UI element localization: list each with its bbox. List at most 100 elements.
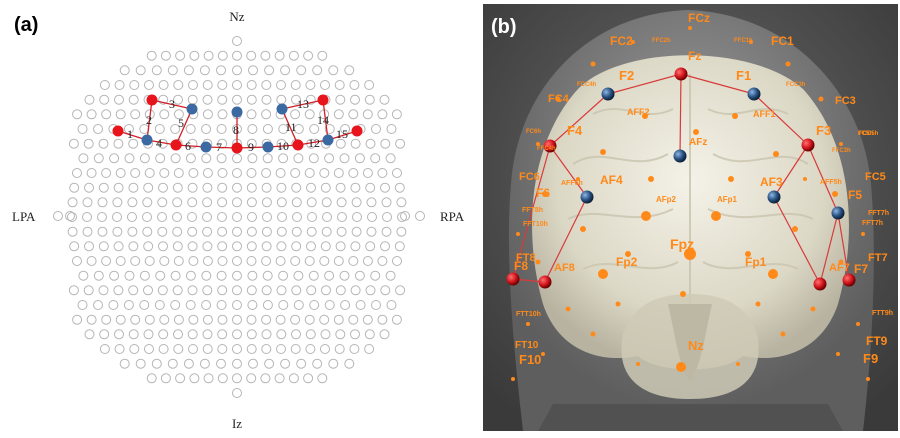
- empty-electrode: [303, 373, 314, 384]
- empty-electrode: [248, 65, 258, 76]
- empty-electrode: [261, 314, 272, 325]
- b-source-optode: [813, 277, 827, 291]
- empty-electrode: [97, 212, 107, 222]
- empty-electrode: [83, 285, 94, 296]
- empty-electrode: [172, 226, 183, 237]
- label-FCC3h: FCC3h: [786, 82, 806, 88]
- empty-electrode: [217, 373, 228, 384]
- empty-electrode: [339, 153, 350, 164]
- empty-electrode: [333, 314, 344, 325]
- landmark-lpa: LPA: [12, 209, 36, 224]
- empty-electrode: [185, 153, 196, 164]
- empty-electrode: [189, 373, 200, 384]
- empty-electrode: [175, 373, 186, 384]
- electrode-dot: [511, 377, 515, 381]
- empty-electrode: [188, 256, 199, 266]
- empty-electrode: [305, 329, 316, 340]
- empty-electrode: [290, 314, 301, 325]
- electrode-dot: [839, 142, 843, 146]
- empty-electrode: [143, 329, 154, 340]
- empty-electrode: [379, 329, 390, 340]
- empty-electrode: [217, 109, 228, 120]
- empty-electrode: [124, 153, 135, 164]
- b-channel-line: [773, 196, 821, 285]
- electrode-dot: [688, 26, 692, 30]
- b-source-optode: [842, 273, 856, 287]
- empty-electrode: [394, 241, 405, 252]
- empty-electrode: [128, 241, 139, 252]
- empty-electrode: [175, 50, 186, 61]
- panel-b-svg: FCz FC2 FC1 Fz F2 F1 FC4 FC3 F4 F3 AFF2 …: [483, 4, 898, 431]
- b-channel-line: [607, 73, 682, 95]
- empty-electrode: [349, 80, 360, 90]
- empty-electrode: [144, 344, 154, 354]
- empty-electrode: [379, 94, 390, 105]
- empty-electrode: [340, 124, 351, 134]
- empty-electrode: [232, 241, 242, 252]
- b-detector-optode: [767, 190, 781, 204]
- empty-electrode: [183, 358, 194, 369]
- empty-electrode: [386, 300, 397, 310]
- empty-electrode: [187, 197, 198, 208]
- empty-electrode: [143, 182, 154, 193]
- label-F10: F10: [519, 352, 541, 367]
- empty-electrode: [312, 358, 323, 369]
- b-channel-line: [819, 212, 839, 285]
- channel-line: [146, 99, 153, 141]
- empty-electrode: [232, 65, 242, 76]
- empty-electrode: [247, 300, 258, 310]
- empty-electrode: [324, 124, 335, 134]
- electrode-dot: [832, 191, 838, 197]
- label-FCC4h: FCC4h: [577, 82, 597, 88]
- electrode-dot: [636, 362, 640, 366]
- electrode-dot: [680, 291, 686, 297]
- empty-electrode: [173, 109, 184, 120]
- empty-electrode: [291, 182, 302, 193]
- label-FC5h: FC5h: [858, 131, 873, 137]
- empty-electrode: [391, 109, 402, 120]
- channel-line: [175, 108, 193, 146]
- panel-b-label: (b): [491, 16, 517, 38]
- empty-electrode: [82, 226, 93, 237]
- empty-electrode: [335, 285, 346, 296]
- empty-electrode: [246, 256, 257, 266]
- label-AF3: AF3: [760, 175, 783, 189]
- empty-electrode: [261, 256, 272, 266]
- label-FC2: FC2: [610, 34, 633, 48]
- empty-electrode: [350, 329, 360, 340]
- empty-electrode: [130, 109, 141, 120]
- empty-electrode: [108, 300, 119, 310]
- b-channel-line: [544, 196, 588, 283]
- empty-electrode: [172, 285, 183, 296]
- channel-number: 2: [146, 113, 152, 127]
- empty-electrode: [362, 109, 373, 120]
- empty-electrode: [155, 153, 166, 164]
- empty-electrode: [84, 182, 94, 193]
- empty-electrode: [320, 329, 331, 340]
- empty-electrode: [309, 300, 320, 310]
- empty-electrode: [130, 168, 141, 178]
- empty-electrode: [173, 329, 183, 340]
- empty-electrode: [201, 153, 212, 164]
- empty-electrode: [188, 80, 198, 90]
- empty-electrode: [324, 153, 335, 164]
- empty-electrode: [97, 226, 108, 237]
- electrode-dot: [803, 177, 807, 181]
- channel-number: 8: [233, 123, 239, 137]
- label-Fpz: Fpz: [670, 236, 694, 252]
- source-optode: [231, 142, 243, 154]
- b-detector-optode: [673, 149, 687, 163]
- channel-number: 13: [297, 97, 309, 111]
- channel-number: 1: [127, 127, 133, 141]
- electrode-dot: [785, 61, 791, 67]
- empty-electrode: [119, 358, 130, 369]
- empty-electrode: [185, 124, 196, 134]
- empty-electrode: [385, 153, 396, 164]
- empty-electrode: [101, 168, 112, 178]
- empty-electrode: [172, 197, 183, 208]
- b-channel-line: [549, 145, 588, 198]
- electrode-dot: [728, 176, 734, 182]
- empty-electrode: [274, 50, 285, 61]
- empty-electrode: [276, 226, 287, 237]
